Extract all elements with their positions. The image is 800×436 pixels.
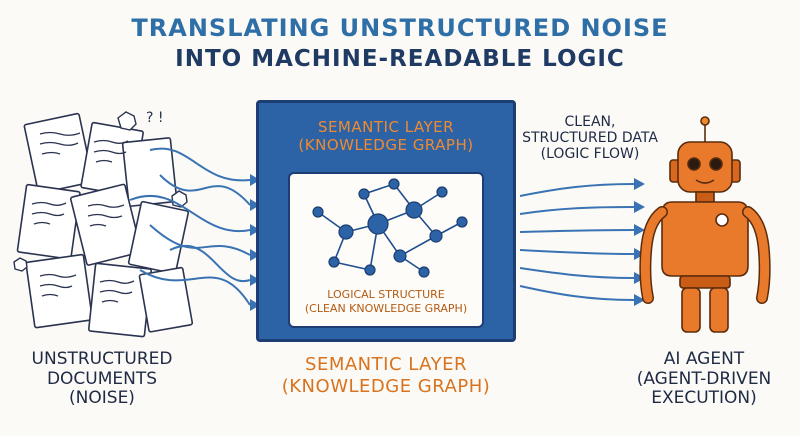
diagram-title-line-1: TRANSLATING UNSTRUCTURED NOISE — [131, 14, 669, 42]
logical-structure-line-2: (CLEAN KNOWLEDGE GRAPH) — [304, 301, 468, 315]
robot-right-eye — [709, 157, 723, 171]
ai-agent-label: AI AGENT (AGENT-DRIVEN EXECUTION) — [614, 349, 794, 409]
flow-arrow-heads — [634, 178, 645, 306]
crumpled-paper-icons — [13, 111, 188, 272]
flow-arrow-lines — [519, 183, 635, 301]
ai-agent-line-3: EXECUTION) — [651, 388, 757, 409]
semantic-layer-bottom-line-2: (KNOWLEDGE GRAPH) — [281, 375, 491, 397]
semantic-layer-top-label: SEMANTIC LAYER (KNOWLEDGE GRAPH) — [256, 118, 516, 154]
semantic-layer-bottom-line-1: SEMANTIC LAYER — [305, 354, 467, 375]
noise-to-layer-arrows — [129, 147, 251, 306]
documents-label-line-1: UNSTRUCTURED — [31, 349, 173, 369]
noise-arrow-heads — [250, 174, 260, 311]
documents-pile-icon — [16, 112, 194, 338]
svg-text:? !: ? ! — [146, 110, 164, 126]
structured-data-line-2: STRUCTURED DATA — [522, 130, 658, 147]
graph-nodes — [312, 178, 468, 278]
documents-label-line-2: DOCUMENTS — [46, 368, 158, 389]
ai-agent-line-1: AI AGENT — [663, 349, 745, 369]
document-text-lines — [31, 131, 135, 303]
semantic-layer-top-line-1: SEMANTIC LAYER — [317, 118, 455, 136]
noise-marks: ? ! — [146, 110, 164, 126]
structured-data-label: CLEAN, STRUCTURED DATA (LOGIC FLOW) — [520, 114, 660, 162]
structured-data-line-3: (LOGIC FLOW) — [540, 146, 640, 163]
ai-agent-line-2: (AGENT-DRIVEN — [636, 368, 772, 389]
robot-left-leg — [681, 287, 701, 333]
structured-data-line-1: CLEAN, — [564, 114, 616, 130]
robot-mouth — [695, 179, 715, 184]
robot-neck — [695, 191, 715, 203]
robot-head — [677, 141, 733, 193]
robot-waist — [679, 275, 731, 289]
robot-left-arm — [640, 207, 667, 303]
robot-left-eye — [687, 157, 701, 171]
robot-right-arm — [743, 207, 770, 303]
robot-torso — [661, 201, 749, 277]
documents-label-line-3: (NOISE) — [69, 388, 135, 409]
robot-antenna-tip — [700, 116, 710, 126]
logical-structure-line-1: LOGICAL STRUCTURE — [327, 288, 445, 301]
logical-structure-panel — [288, 172, 484, 328]
semantic-layer-bottom-label: SEMANTIC LAYER (KNOWLEDGE GRAPH) — [250, 354, 522, 397]
diagram-title-line-2: INTO MACHINE-READABLE LOGIC — [175, 46, 625, 72]
robot-chest-light — [715, 213, 729, 227]
documents-label: UNSTRUCTURED DOCUMENTS (NOISE) — [12, 349, 192, 409]
semantic-layer-top-line-2: (KNOWLEDGE GRAPH) — [298, 136, 474, 154]
robot-right-leg — [709, 287, 729, 333]
logical-structure-label: LOGICAL STRUCTURE (CLEAN KNOWLEDGE GRAPH… — [288, 288, 484, 316]
